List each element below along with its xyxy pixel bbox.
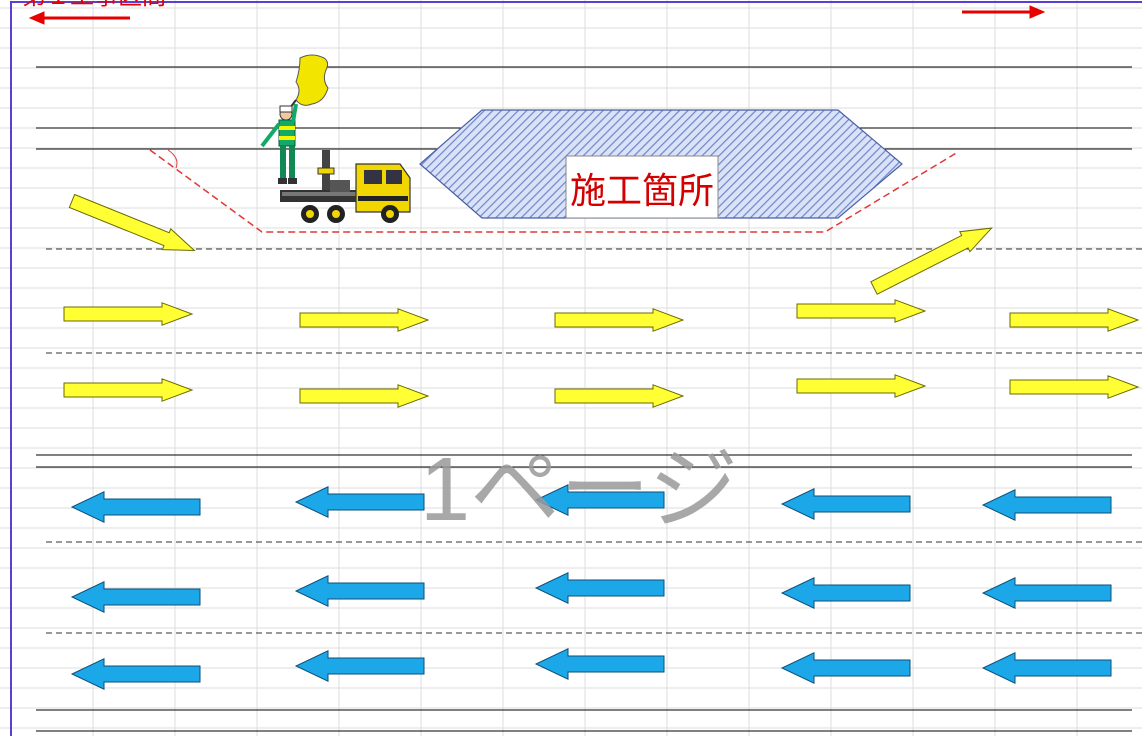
merge-arrows — [68, 193, 993, 295]
westbound-lane-arrows — [70, 484, 1112, 690]
eastbound-lane-arrows — [63, 299, 1140, 408]
merge-in-arrow — [68, 193, 196, 251]
eastbound-arrow — [796, 374, 927, 398]
work-zone-label: 施工箇所 — [570, 171, 714, 212]
eastbound-arrow — [1009, 308, 1140, 332]
work-zone-label-box — [565, 155, 719, 219]
westbound-arrow — [534, 484, 665, 516]
eastbound-arrow — [1009, 375, 1140, 399]
left-direction-arrow — [28, 11, 130, 25]
section-title: 第１工事区間 — [22, 0, 166, 10]
crane-truck-icon — [280, 150, 411, 223]
westbound-arrow — [981, 577, 1112, 609]
right-direction-arrow — [962, 5, 1046, 19]
eastbound-arrow — [554, 308, 685, 332]
eastbound-arrow — [299, 384, 430, 408]
eastbound-arrow — [299, 308, 430, 332]
westbound-arrow — [780, 488, 911, 520]
cone-taper-line — [149, 149, 959, 233]
taper-angle-mark — [167, 149, 178, 169]
page-watermark: 1ページ — [420, 440, 738, 540]
road-lines — [36, 66, 1142, 732]
westbound-arrow — [981, 489, 1112, 521]
page-border — [10, 1, 1142, 736]
eastbound-arrow — [63, 302, 194, 326]
westbound-arrow — [70, 658, 201, 690]
flagger-icon — [260, 54, 329, 184]
westbound-arrow — [780, 577, 911, 609]
eastbound-arrow — [796, 299, 927, 323]
westbound-arrow — [534, 572, 665, 604]
westbound-arrow — [780, 652, 911, 684]
westbound-arrow — [294, 575, 425, 607]
eastbound-arrow — [554, 384, 685, 408]
westbound-arrow — [534, 648, 665, 680]
eastbound-arrow — [63, 378, 194, 402]
westbound-arrow — [70, 581, 201, 613]
merge-out-arrow — [870, 227, 993, 295]
westbound-arrow — [294, 650, 425, 682]
westbound-arrow — [294, 486, 425, 518]
westbound-arrow — [70, 491, 201, 523]
westbound-arrow — [981, 652, 1112, 684]
